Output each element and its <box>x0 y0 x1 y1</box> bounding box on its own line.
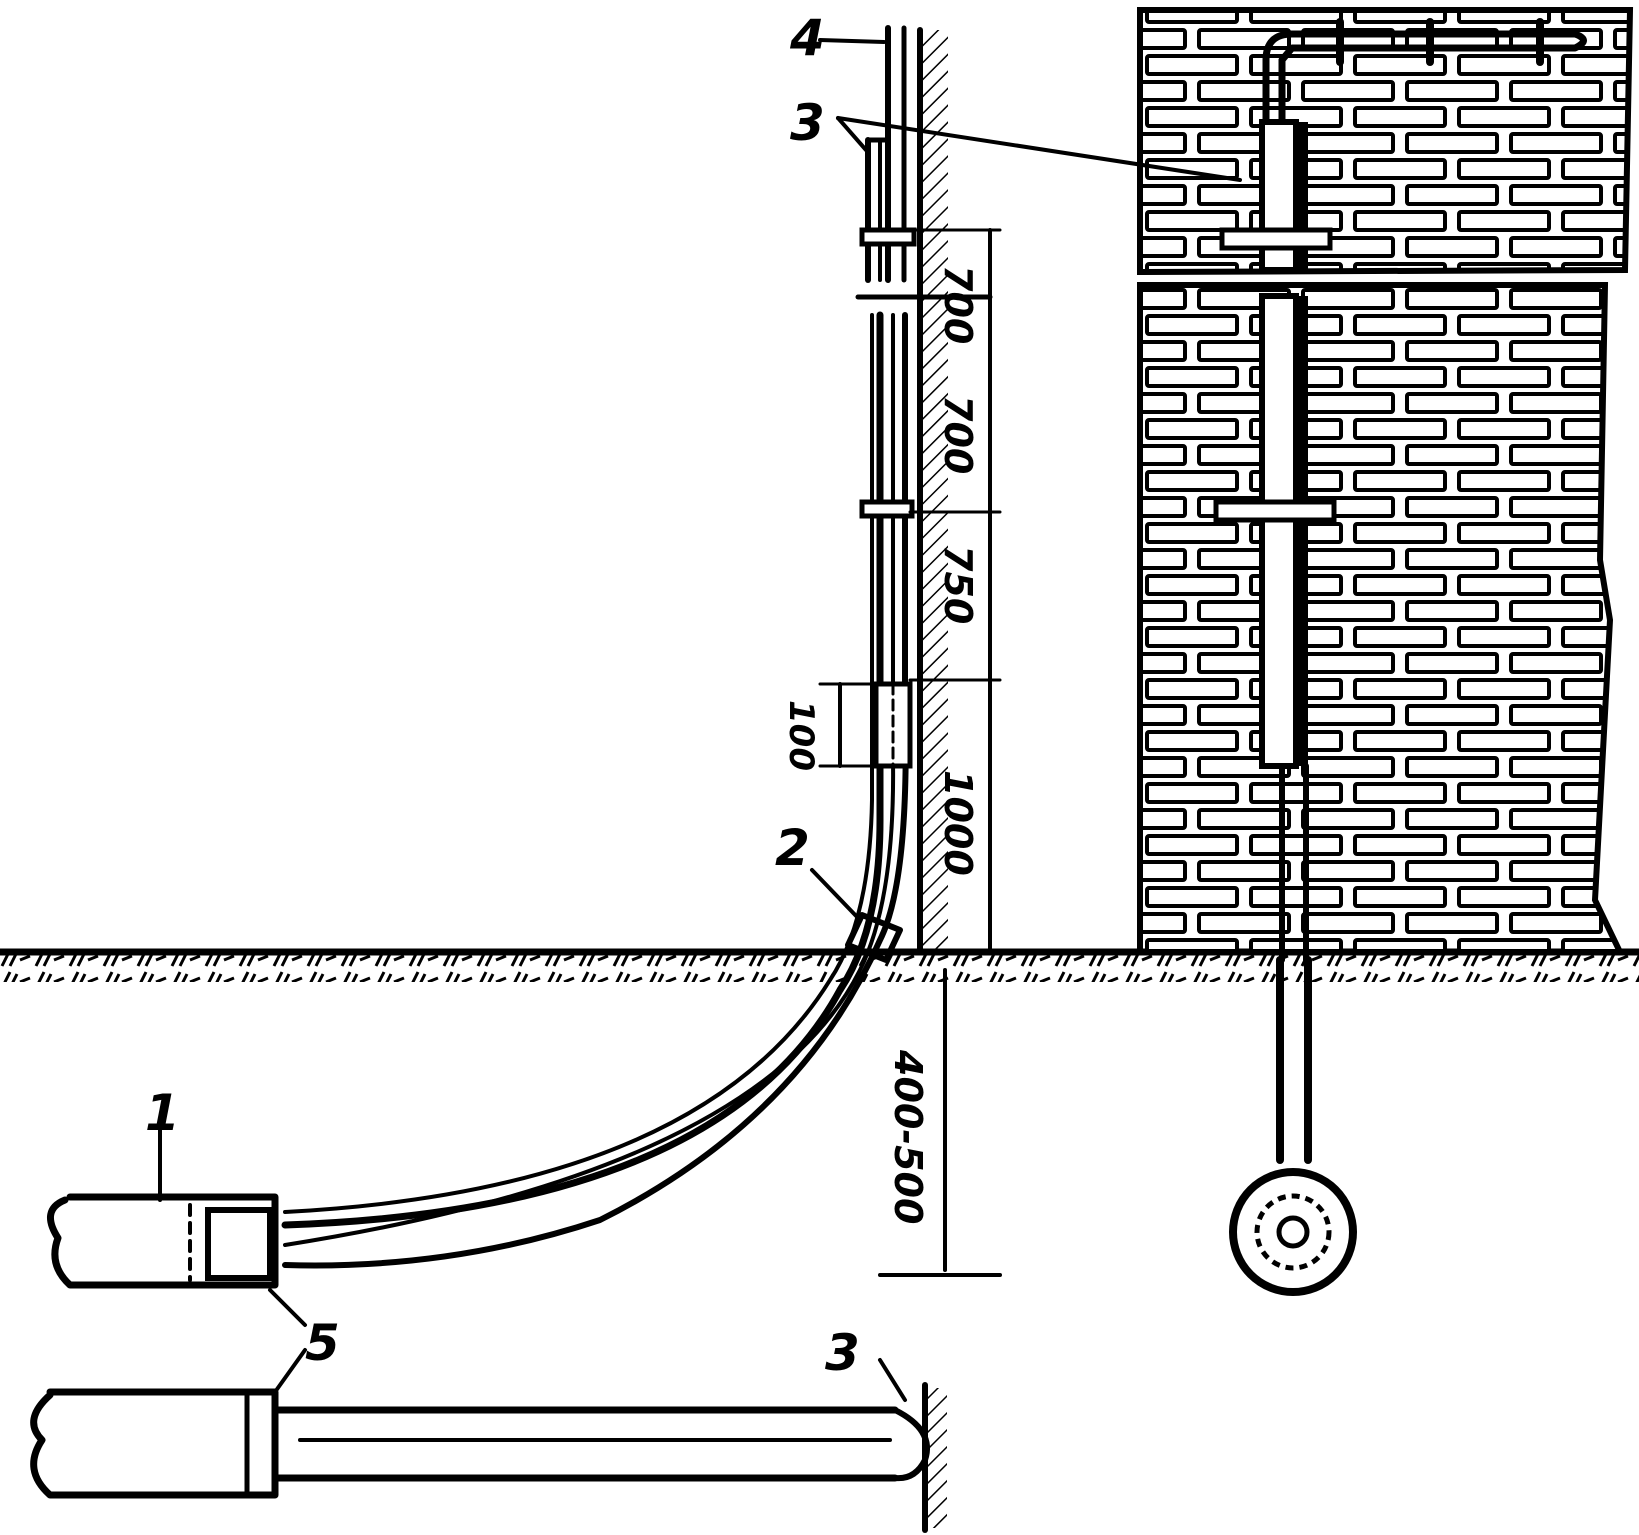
callout-2: 2 <box>775 819 810 877</box>
clamp-upper <box>859 227 917 247</box>
brick-wall <box>1137 7 1634 955</box>
cable-drum <box>1229 1168 1357 1296</box>
dim-750: 750 <box>936 545 980 624</box>
cable-pipe-bend <box>281 311 909 1269</box>
leader-lines <box>158 38 1242 1402</box>
dimension-lines <box>818 228 1002 1277</box>
callout-5: 5 <box>305 1314 340 1372</box>
cable-detail-lower <box>30 1382 947 1533</box>
callout-1: 1 <box>145 1084 180 1142</box>
dim-100: 100 <box>781 700 821 771</box>
main-cable-1 <box>47 1193 279 1289</box>
clamp-middle <box>859 499 915 519</box>
ground-surface <box>0 948 1639 982</box>
dim-700-lower: 700 <box>936 395 980 474</box>
callout-3-top: 3 <box>790 94 825 152</box>
coupling-2 <box>845 912 903 963</box>
dim-1000: 1000 <box>936 770 980 876</box>
dim-400-500: 400-500 <box>886 1049 930 1224</box>
sleeve-100 <box>873 681 913 769</box>
wall-hatching-upper <box>917 27 948 955</box>
callout-3-bottom: 3 <box>825 1324 860 1382</box>
callout-4: 4 <box>789 9 825 67</box>
wall-conduit <box>1213 18 1587 1164</box>
dim-700-upper: 700 <box>936 265 980 344</box>
